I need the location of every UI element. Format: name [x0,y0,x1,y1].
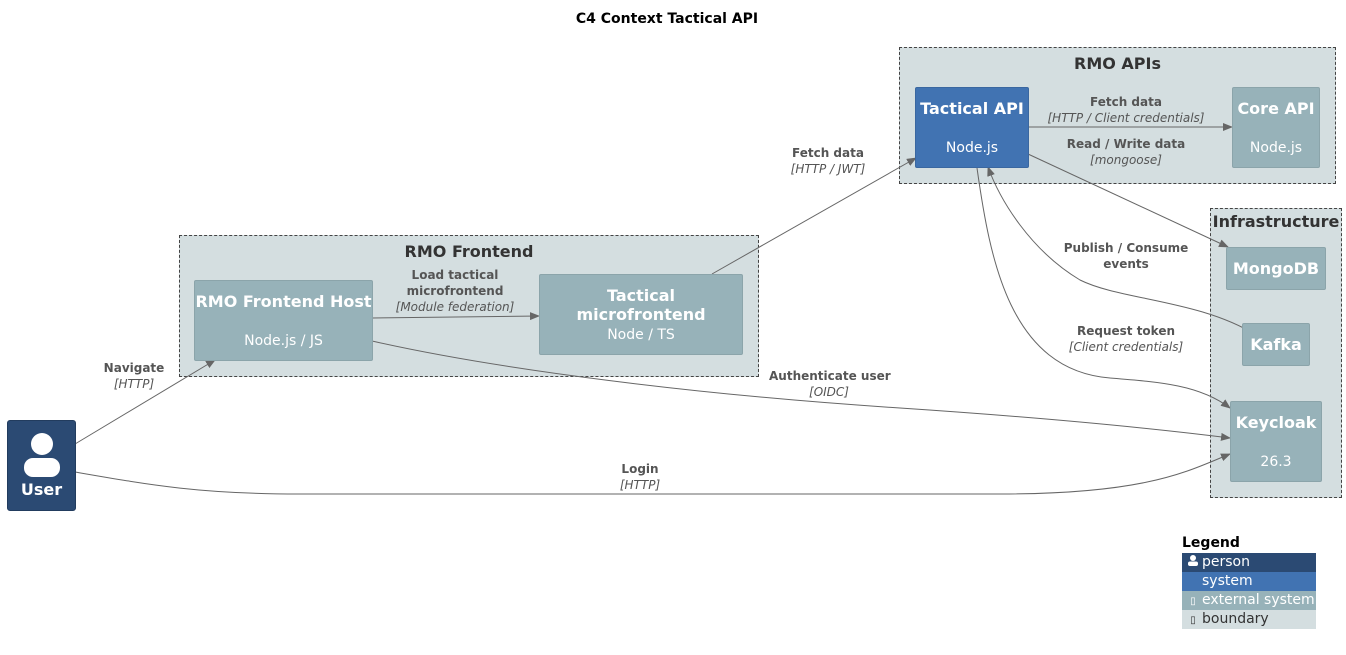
tactical-microfrontend-node[interactable]: Tactical microfrontend Node / TS [539,274,743,355]
relation-label: microfrontend [406,284,504,298]
node-name: Tactical API [920,99,1024,118]
legend-title: Legend [1182,535,1240,551]
person-icon [24,433,60,477]
edge-navigate [74,359,216,445]
relation-label: Read / Write data [1066,137,1186,151]
boundary-label: RMO APIs [1074,54,1161,73]
relation-label: Login [621,462,659,476]
relation-fetch-data-cc-label: Fetch data [HTTP / Client credentials] [1046,94,1206,126]
node-name: Core API [1237,99,1315,118]
relation-technology: [Module federation] [395,300,515,314]
relation-label: Fetch data [1090,95,1162,109]
person-icon [1186,554,1200,573]
node-name: RMO Frontend Host [195,292,372,311]
legend-label: external system [1202,592,1315,608]
relation-load-microfrontend-label: Load tactical microfrontend [Module fede… [385,267,525,315]
kafka-node[interactable]: Kafka [1242,323,1310,366]
relation-login-label: Login [HTTP] [600,461,680,493]
tactical-api-node[interactable]: Tactical API Node.js [915,87,1029,168]
relation-technology: [HTTP / JWT] [790,162,866,176]
relation-navigate-label: Navigate [HTTP] [94,360,174,392]
relation-label: Navigate [103,361,165,375]
relation-technology: [HTTP] [619,478,661,492]
user-person[interactable]: User [7,420,76,511]
node-name: User [20,480,63,499]
boundary-label: RMO Frontend [404,242,534,261]
legend-label: boundary [1202,611,1269,627]
relation-technology: [Client credentials] [1068,340,1184,354]
relation-label: Fetch data [792,146,864,160]
relation-label: events [1103,257,1149,271]
keycloak-node[interactable]: Keycloak 26.3 [1230,401,1322,482]
core-api-node[interactable]: Core API Node.js [1232,87,1320,168]
edge-request-token [976,167,1231,409]
relation-label: Publish / Consume [1063,241,1189,255]
node-technology: Node.js / JS [244,333,323,349]
legend-person: person [1182,553,1316,572]
legend-boundary: ▯ boundary [1182,610,1316,629]
legend-label: system [1202,573,1253,589]
boundary-label: Infrastructure [1212,212,1340,231]
node-technology: Node.js [1249,140,1303,156]
edge-load-microfrontend [371,312,540,321]
legend: Legend person system ▯ external system ▯ b… [1182,535,1316,629]
mongodb-node[interactable]: MongoDB [1226,247,1326,290]
legend-system: system [1182,572,1316,591]
relation-publish-consume-label: Publish / Consume events [1061,240,1191,272]
relation-technology: [mongoose] [1090,153,1162,167]
legend-external-system: ▯ external system [1182,591,1316,610]
diagram-title: C4 Context Tactical API [575,11,759,27]
node-name: Tactical microfrontend [576,286,706,324]
relation-label: Authenticate user [769,369,891,383]
node-name: Keycloak [1235,413,1317,432]
node-name: Kafka [1250,335,1302,354]
node-technology: 26.3 [1260,454,1292,470]
node-technology: Node.js [945,140,999,156]
edge-read-write-data [1027,153,1229,248]
edge-fetch-data-jwt [711,157,917,275]
edge-authenticate-user [371,340,1231,441]
legend-label: person [1202,554,1250,570]
relation-technology: [OIDC] [809,385,849,399]
external-system-icon: ▯ [1190,596,1196,607]
relation-fetch-data-jwt-label: Fetch data [HTTP / JWT] [778,145,878,177]
relation-technology: [HTTP] [113,377,155,391]
node-name: MongoDB [1232,259,1320,278]
edge-login [74,453,1231,495]
boundary-icon: ▯ [1190,615,1196,626]
relation-label: Request token [1076,324,1176,338]
node-technology: Node / TS [607,327,675,343]
relation-read-write-label: Read / Write data [mongoose] [1061,136,1191,168]
rmo-frontend-host-node[interactable]: RMO Frontend Host Node.js / JS [194,280,373,361]
edge-publish-consume-events [987,166,1257,336]
relation-authenticate-label: Authenticate user [OIDC] [769,368,891,400]
relation-request-token-label: Request token [Client credentials] [1066,323,1186,355]
relation-technology: [HTTP / Client credentials] [1047,111,1205,125]
relation-label: Load tactical [411,268,499,282]
